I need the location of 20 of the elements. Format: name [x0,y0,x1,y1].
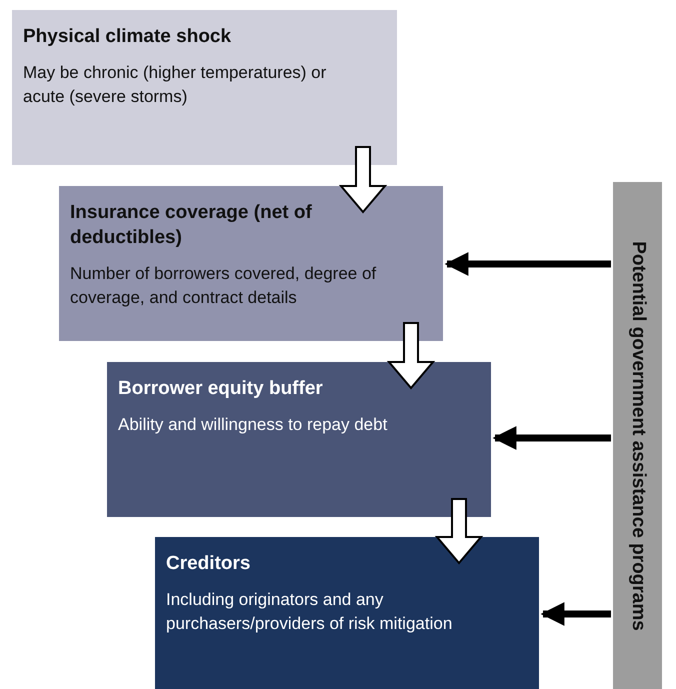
process-box [155,537,539,689]
process-box [12,10,397,165]
arrow [492,426,611,450]
block-arrow [434,498,484,565]
box-title: Borrower equity buffer [118,377,324,401]
box-description: Ability and willingness to repay debt [118,414,388,436]
box-description: Including originators and any purchasers/providers of risk mitigation [166,589,454,635]
bar-label: Potential government assistance programs [626,240,648,630]
box-title: Creditors [166,552,252,576]
box-title: Insurance coverage (net of deductibles) [70,201,313,250]
box-description: May be chronic (higher temperatures) or acute (severe storms) [23,62,328,108]
side-bar [613,182,662,689]
box-description: Number of borrowers covered, degree of coverage, and contract details [70,263,378,309]
process-box [107,362,491,517]
block-arrow [386,322,436,390]
arrow [444,252,611,276]
block-arrow [338,146,388,214]
box-title: Physical climate shock [23,25,232,49]
arrow [540,602,611,626]
process-box [59,186,443,341]
